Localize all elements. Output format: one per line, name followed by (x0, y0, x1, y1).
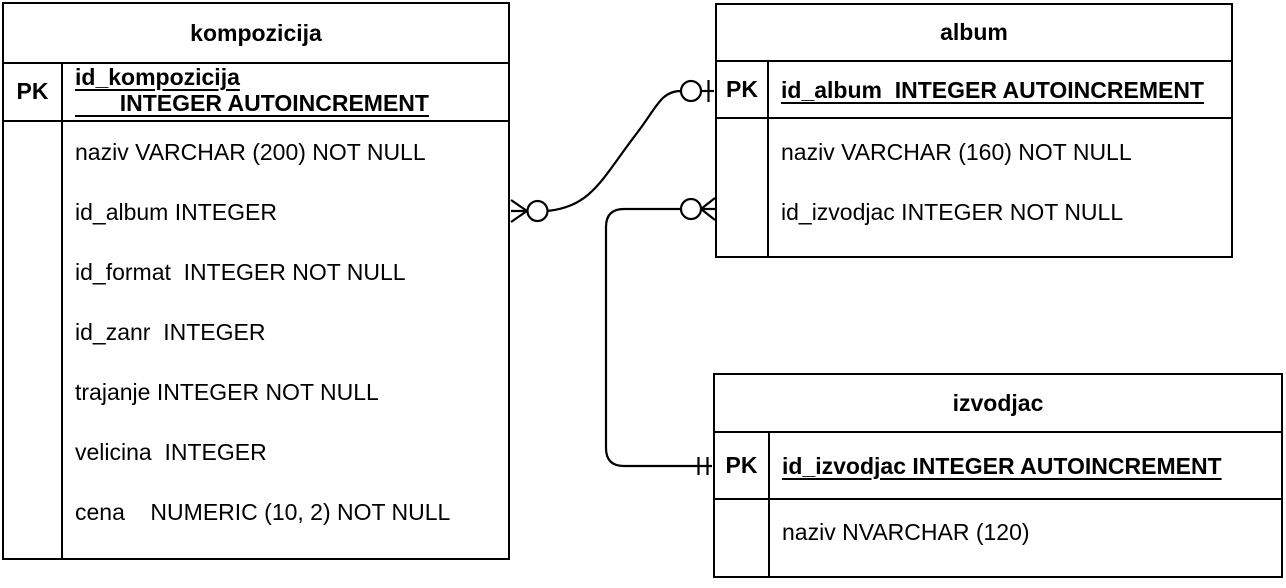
pk-attribute-line: id_izvodjac INTEGER AUTOINCREMENT (782, 452, 1222, 479)
primary-key-row: PK id_izvodjac INTEGER AUTOINCREMENT (715, 433, 1281, 500)
pk-label: PK (726, 76, 758, 102)
pk-attribute: id_kompozicija INTEGER AUTOINCREMENT (75, 62, 429, 120)
entity-izvodjac: izvodjac PK id_izvodjac INTEGER AUTOINCR… (713, 373, 1283, 578)
crows-foot-many-icon (700, 197, 716, 221)
attribute-list: naziv VARCHAR (200) NOT NULL id_album IN… (4, 122, 508, 542)
pk-attribute-line: INTEGER AUTOINCREMENT (75, 90, 429, 116)
attribute: naziv VARCHAR (160) NOT NULL (781, 139, 1132, 165)
attribute-list: naziv VARCHAR (160) NOT NULL id_izvodjac… (717, 119, 1231, 242)
entity-album: album PK id_album INTEGER AUTOINCREMENT … (715, 3, 1233, 258)
primary-key-row: PK id_kompozicija INTEGER AUTOINCREMENT (4, 62, 508, 122)
crows-foot-many-icon (510, 199, 528, 223)
pk-label: PK (16, 77, 49, 104)
pk-attribute: id_album INTEGER AUTOINCREMENT (781, 62, 1204, 117)
pk-label: PK (725, 452, 758, 478)
table-title: album (717, 5, 1231, 62)
pk-attribute: id_izvodjac INTEGER AUTOINCREMENT (782, 433, 1222, 498)
attribute: id_format INTEGER NOT NULL (75, 259, 406, 285)
pk-column-divider (768, 433, 770, 576)
attribute: velicina INTEGER (75, 439, 267, 465)
relationship-album-izvodjac (604, 197, 716, 475)
pk-attribute-line: id_album INTEGER AUTOINCREMENT (781, 76, 1204, 103)
attribute: trajanje INTEGER NOT NULL (75, 379, 379, 405)
attribute: id_album INTEGER (75, 199, 277, 225)
attribute: naziv NVARCHAR (120) (782, 519, 1030, 545)
exactly-one-ticks-icon (697, 457, 709, 475)
relationship-line (604, 207, 712, 468)
table-title: kompozicija (4, 4, 508, 64)
attribute: id_zanr INTEGER (75, 319, 266, 345)
pk-column-divider (767, 62, 769, 256)
relationship-line (547, 89, 682, 213)
pk-column-divider (61, 62, 63, 558)
attribute: naziv VARCHAR (200) NOT NULL (75, 139, 426, 165)
primary-key-row: PK id_album INTEGER AUTOINCREMENT (717, 62, 1231, 119)
entity-kompozicija: kompozicija PK id_kompozicija INTEGER AU… (2, 2, 510, 560)
optional-circle-icon (679, 79, 703, 103)
attribute-list: naziv NVARCHAR (120) (715, 500, 1281, 562)
pk-attribute-line: id_kompozicija (75, 64, 240, 90)
relationship-kompozicija-album (510, 79, 714, 223)
attribute: id_izvodjac INTEGER NOT NULL (781, 199, 1124, 225)
optional-circle-icon (679, 197, 703, 221)
attribute: cena NUMERIC (10, 2) NOT NULL (75, 499, 451, 525)
table-title: izvodjac (715, 375, 1281, 433)
optional-circle-icon (526, 199, 549, 223)
